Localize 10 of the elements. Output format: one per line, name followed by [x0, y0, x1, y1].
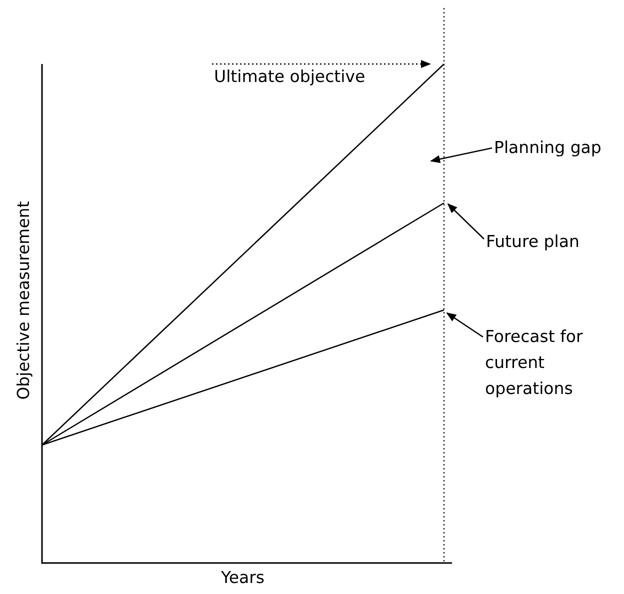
callout-text: Future plan — [486, 229, 606, 255]
callout-text: Planning gap — [494, 135, 619, 161]
callout-text: Forecast for current operations — [485, 324, 595, 402]
callout-text: Ultimate objective — [214, 64, 414, 90]
axis-title: Objective measurement — [13, 200, 32, 400]
axis-title: Years — [221, 568, 265, 587]
dotted-leader-arrow — [212, 60, 431, 68]
leader-arrow — [446, 312, 484, 338]
leader-arrow — [447, 203, 484, 240]
leader-arrow — [430, 147, 492, 164]
